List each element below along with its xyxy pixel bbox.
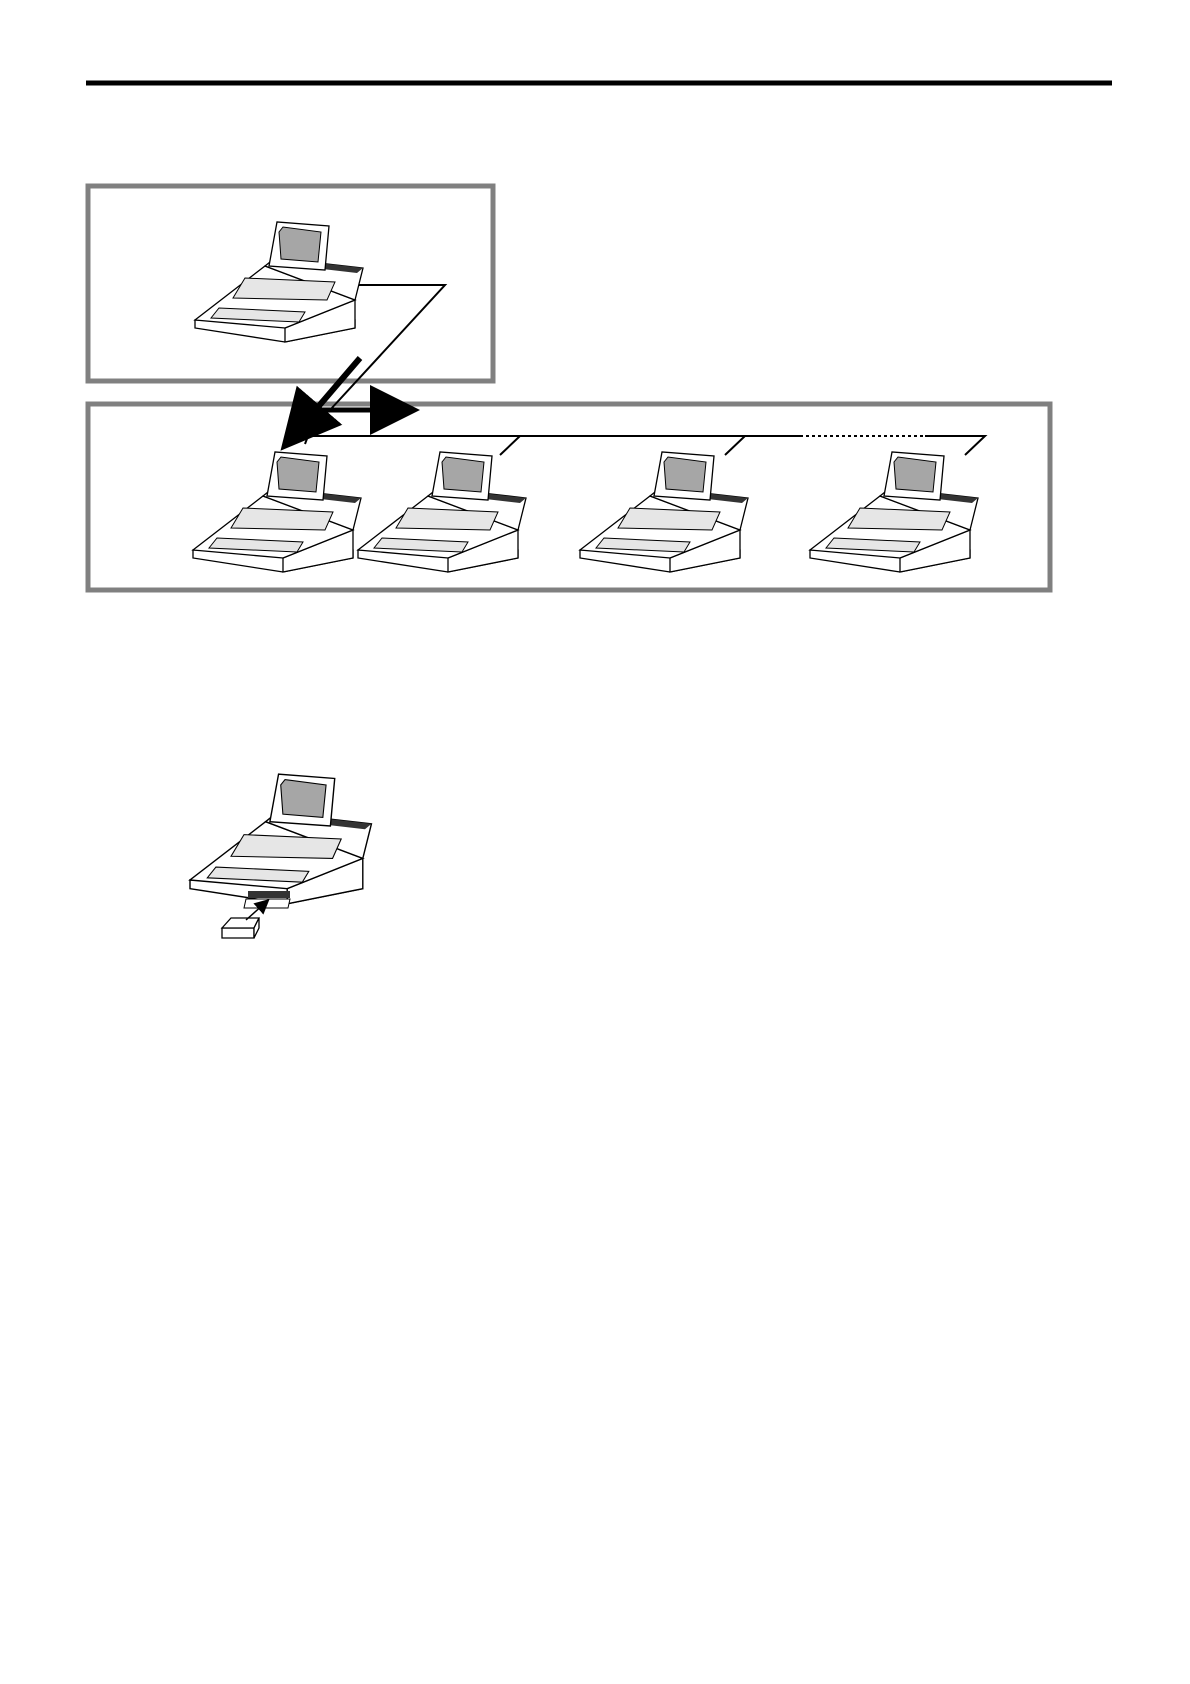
connection-cable <box>305 285 985 455</box>
memory-card <box>222 918 259 938</box>
arrow-down-left <box>300 358 360 428</box>
network-diagram <box>88 186 1050 590</box>
card-diagram <box>190 774 371 938</box>
card-slot <box>248 891 290 898</box>
terminal-network-1 <box>193 452 361 572</box>
terminal-network-3 <box>580 452 748 572</box>
terminal-with-card <box>190 774 371 908</box>
terminal-network-2 <box>358 452 526 572</box>
terminal-master <box>195 222 363 342</box>
terminal-network-4 <box>810 452 978 572</box>
